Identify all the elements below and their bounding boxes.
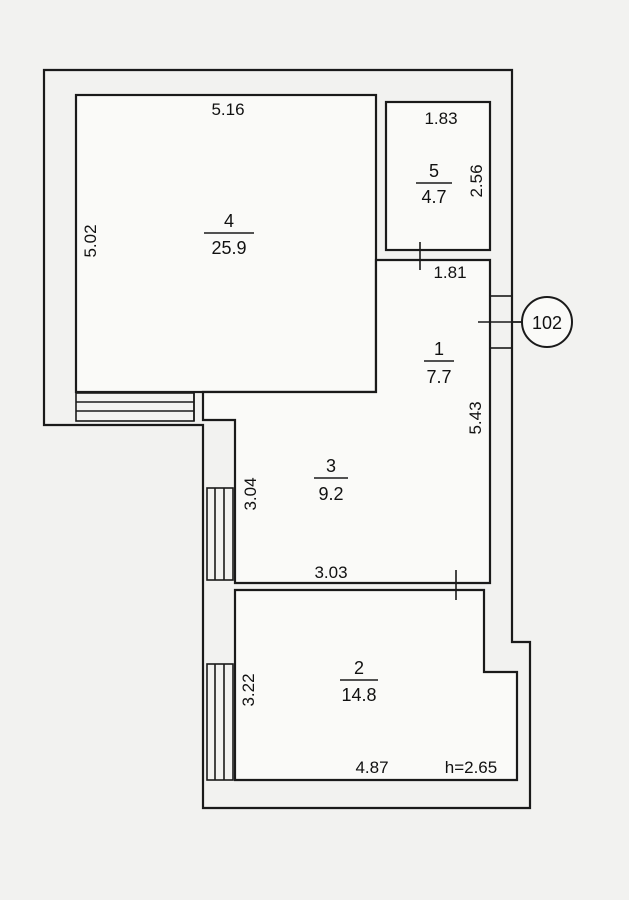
- ceiling-height: h=2.65: [445, 758, 497, 777]
- room-2-area: 14.8: [341, 685, 376, 705]
- room-1-area: 7.7: [426, 367, 451, 387]
- room-5-number: 5: [429, 161, 439, 181]
- room-2-width-dim: 4.87: [355, 758, 388, 777]
- room-1-height-dim: 5.43: [466, 401, 485, 434]
- apartment-marker-circle: [521, 296, 573, 348]
- room-2: [233, 588, 519, 782]
- window-room-2: [206, 663, 234, 781]
- room-5: [384, 100, 492, 252]
- room-4-number: 4: [224, 211, 234, 231]
- room-4-area: 25.9: [211, 238, 246, 258]
- window-room-3: [206, 487, 234, 581]
- room-3-number: 3: [326, 456, 336, 476]
- room-1-3: [201, 258, 492, 585]
- room-2-number: 2: [354, 658, 364, 678]
- room-1-width-dim: 1.81: [433, 263, 466, 282]
- window-room-4: [75, 392, 195, 422]
- outer-wall: [42, 68, 532, 810]
- room-4-width-dim: 5.16: [211, 100, 244, 119]
- room-1-number: 1: [434, 339, 444, 359]
- room-5-area: 4.7: [421, 187, 446, 207]
- room-5-height-dim: 2.56: [467, 164, 486, 197]
- room-5-width-dim: 1.83: [424, 109, 457, 128]
- room-3-width-dim: 3.03: [314, 563, 347, 582]
- room-3-height-dim: 3.04: [241, 477, 260, 510]
- room-4-height-dim: 5.02: [81, 224, 100, 257]
- apartment-number: 102: [532, 313, 562, 333]
- room-2-height-dim: 3.22: [239, 673, 258, 706]
- room-3-area: 9.2: [318, 484, 343, 504]
